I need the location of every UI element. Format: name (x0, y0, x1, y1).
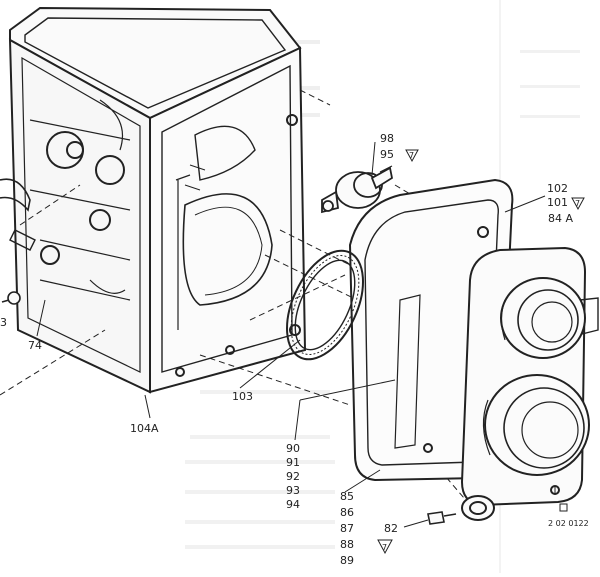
callout-3: 3 (0, 316, 7, 329)
callout-74: 74 (28, 339, 42, 352)
callout-82: 82 (384, 522, 398, 535)
callout-91: 91 (286, 456, 300, 469)
camera-body-housing (0, 6, 307, 394)
callout-104A: 104A (130, 422, 159, 435)
note-triangle-icon (405, 149, 419, 163)
callout-95: 95 (380, 148, 394, 161)
callout-87: 87 (340, 522, 354, 535)
callout-101: 101 (547, 196, 568, 209)
callout-90: 90 (286, 442, 300, 455)
callout-93: 93 (286, 484, 300, 497)
callout-88: 88 (340, 538, 354, 551)
leader-lines (36, 141, 556, 528)
callout-92: 92 (286, 470, 300, 483)
twin-lens-board (460, 246, 599, 521)
callout-101-note: 7 (575, 199, 580, 208)
shutter-release-assembly (321, 165, 394, 214)
callout-103: 103 (232, 390, 253, 403)
callout-84A: 84 A (548, 212, 573, 225)
screw-part (427, 511, 457, 525)
left-screw-part (1, 291, 21, 305)
callout-85: 85 (340, 490, 354, 503)
callout-102: 102 (547, 182, 568, 195)
callout-94: 94 (286, 498, 300, 511)
drawing-reference-id: 2 02 0122 (548, 519, 589, 528)
callout-82-note: 7 (382, 543, 387, 552)
callout-95-note: 7 (409, 151, 414, 160)
mirror-ring (286, 249, 364, 361)
reference-marker-icon (559, 503, 568, 512)
note-triangle-icon (571, 197, 585, 211)
callout-89: 89 (340, 554, 354, 567)
note-triangle-icon (377, 539, 393, 555)
callout-86: 86 (340, 506, 354, 519)
callout-98: 98 (380, 132, 394, 145)
callout-labels: 98 95 7 102 101 7 84 A 74 3 103 104A 90 … (0, 132, 589, 567)
